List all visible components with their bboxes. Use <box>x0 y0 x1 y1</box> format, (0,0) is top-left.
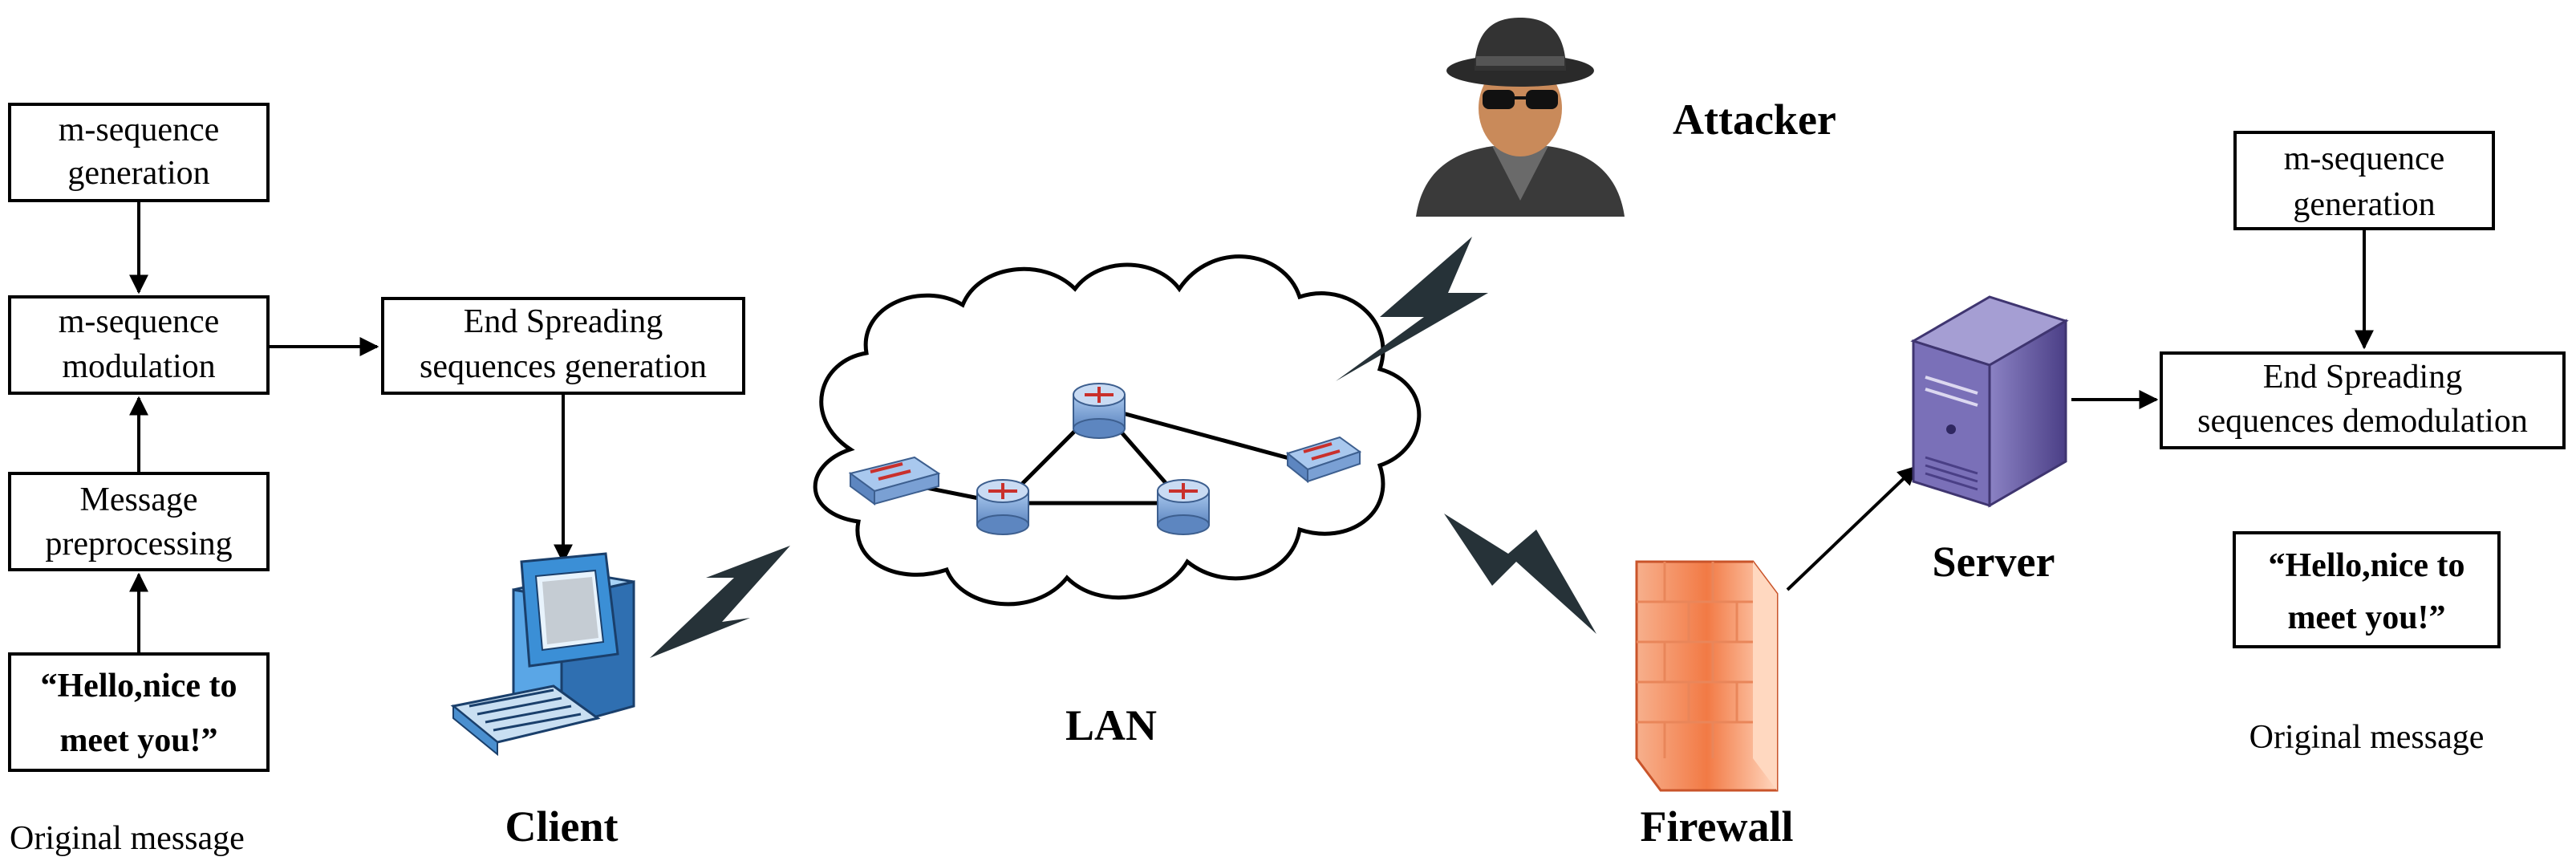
client-label: Client <box>505 802 619 851</box>
server-icon <box>1910 295 2069 508</box>
lan-cloud <box>813 254 1422 607</box>
server-m-sequence-generation-box: m-sequence generation <box>2233 131 2495 230</box>
server-message-box: “Hello,nice to meet you!” <box>2233 531 2501 648</box>
client-original-message-label: Original message <box>10 820 245 857</box>
lan-label: LAN <box>1065 701 1157 749</box>
box-text-line: m-sequence <box>2284 140 2445 177</box>
box-text-line: generation <box>67 155 209 192</box>
server-label: Server <box>1933 538 2055 586</box>
client-message-box: “Hello,nice to meet you!” <box>8 652 270 772</box>
box-text-line: sequences generation <box>420 348 707 385</box>
box-text-line: m-sequence <box>59 112 220 148</box>
switch-icon <box>1285 436 1362 484</box>
box-text-line: m-sequence <box>59 303 220 340</box>
attacker-label: Attacker <box>1673 95 1836 144</box>
lightning-bolt-icon <box>1336 237 1488 381</box>
firewall-icon <box>1635 560 1779 792</box>
message-text-line: meet you!” <box>2287 599 2445 636</box>
box-text-line: End Spreading <box>464 303 663 340</box>
message-text-line: “Hello,nice to <box>41 668 237 705</box>
box-text-line: sequences demodulation <box>2197 403 2528 440</box>
client-computer-icon <box>450 552 635 757</box>
box-text-line: preprocessing <box>45 526 232 562</box>
client-m-sequence-modulation-box: m-sequence modulation <box>8 295 270 395</box>
switch-icon <box>848 456 941 506</box>
box-text-line: modulation <box>62 348 215 385</box>
lightning-bolt-icon <box>650 546 790 658</box>
message-text-line: “Hello,nice to <box>2269 547 2465 584</box>
box-text-line: generation <box>2293 186 2435 223</box>
client-end-spreading-generation-box: End Spreading sequences generation <box>381 297 745 395</box>
firewall-label: Firewall <box>1641 802 1794 851</box>
client-m-sequence-generation-box: m-sequence generation <box>8 103 270 202</box>
lightning-bolt-icon <box>1444 514 1596 634</box>
box-text-line: Message <box>80 481 198 518</box>
server-end-spreading-demodulation-box: End Spreading sequences demodulation <box>2160 351 2566 449</box>
message-text-line: meet you!” <box>59 722 217 759</box>
attacker-icon <box>1416 18 1625 217</box>
arrow-firewall-to-server <box>1786 465 1917 591</box>
router-icon <box>1157 479 1210 535</box>
box-text-line: End Spreading <box>2263 359 2462 396</box>
client-message-preprocessing-box: Message preprocessing <box>8 472 270 571</box>
server-original-message-label: Original message <box>2249 719 2485 756</box>
router-icon <box>1073 383 1126 439</box>
router-icon <box>976 479 1029 535</box>
